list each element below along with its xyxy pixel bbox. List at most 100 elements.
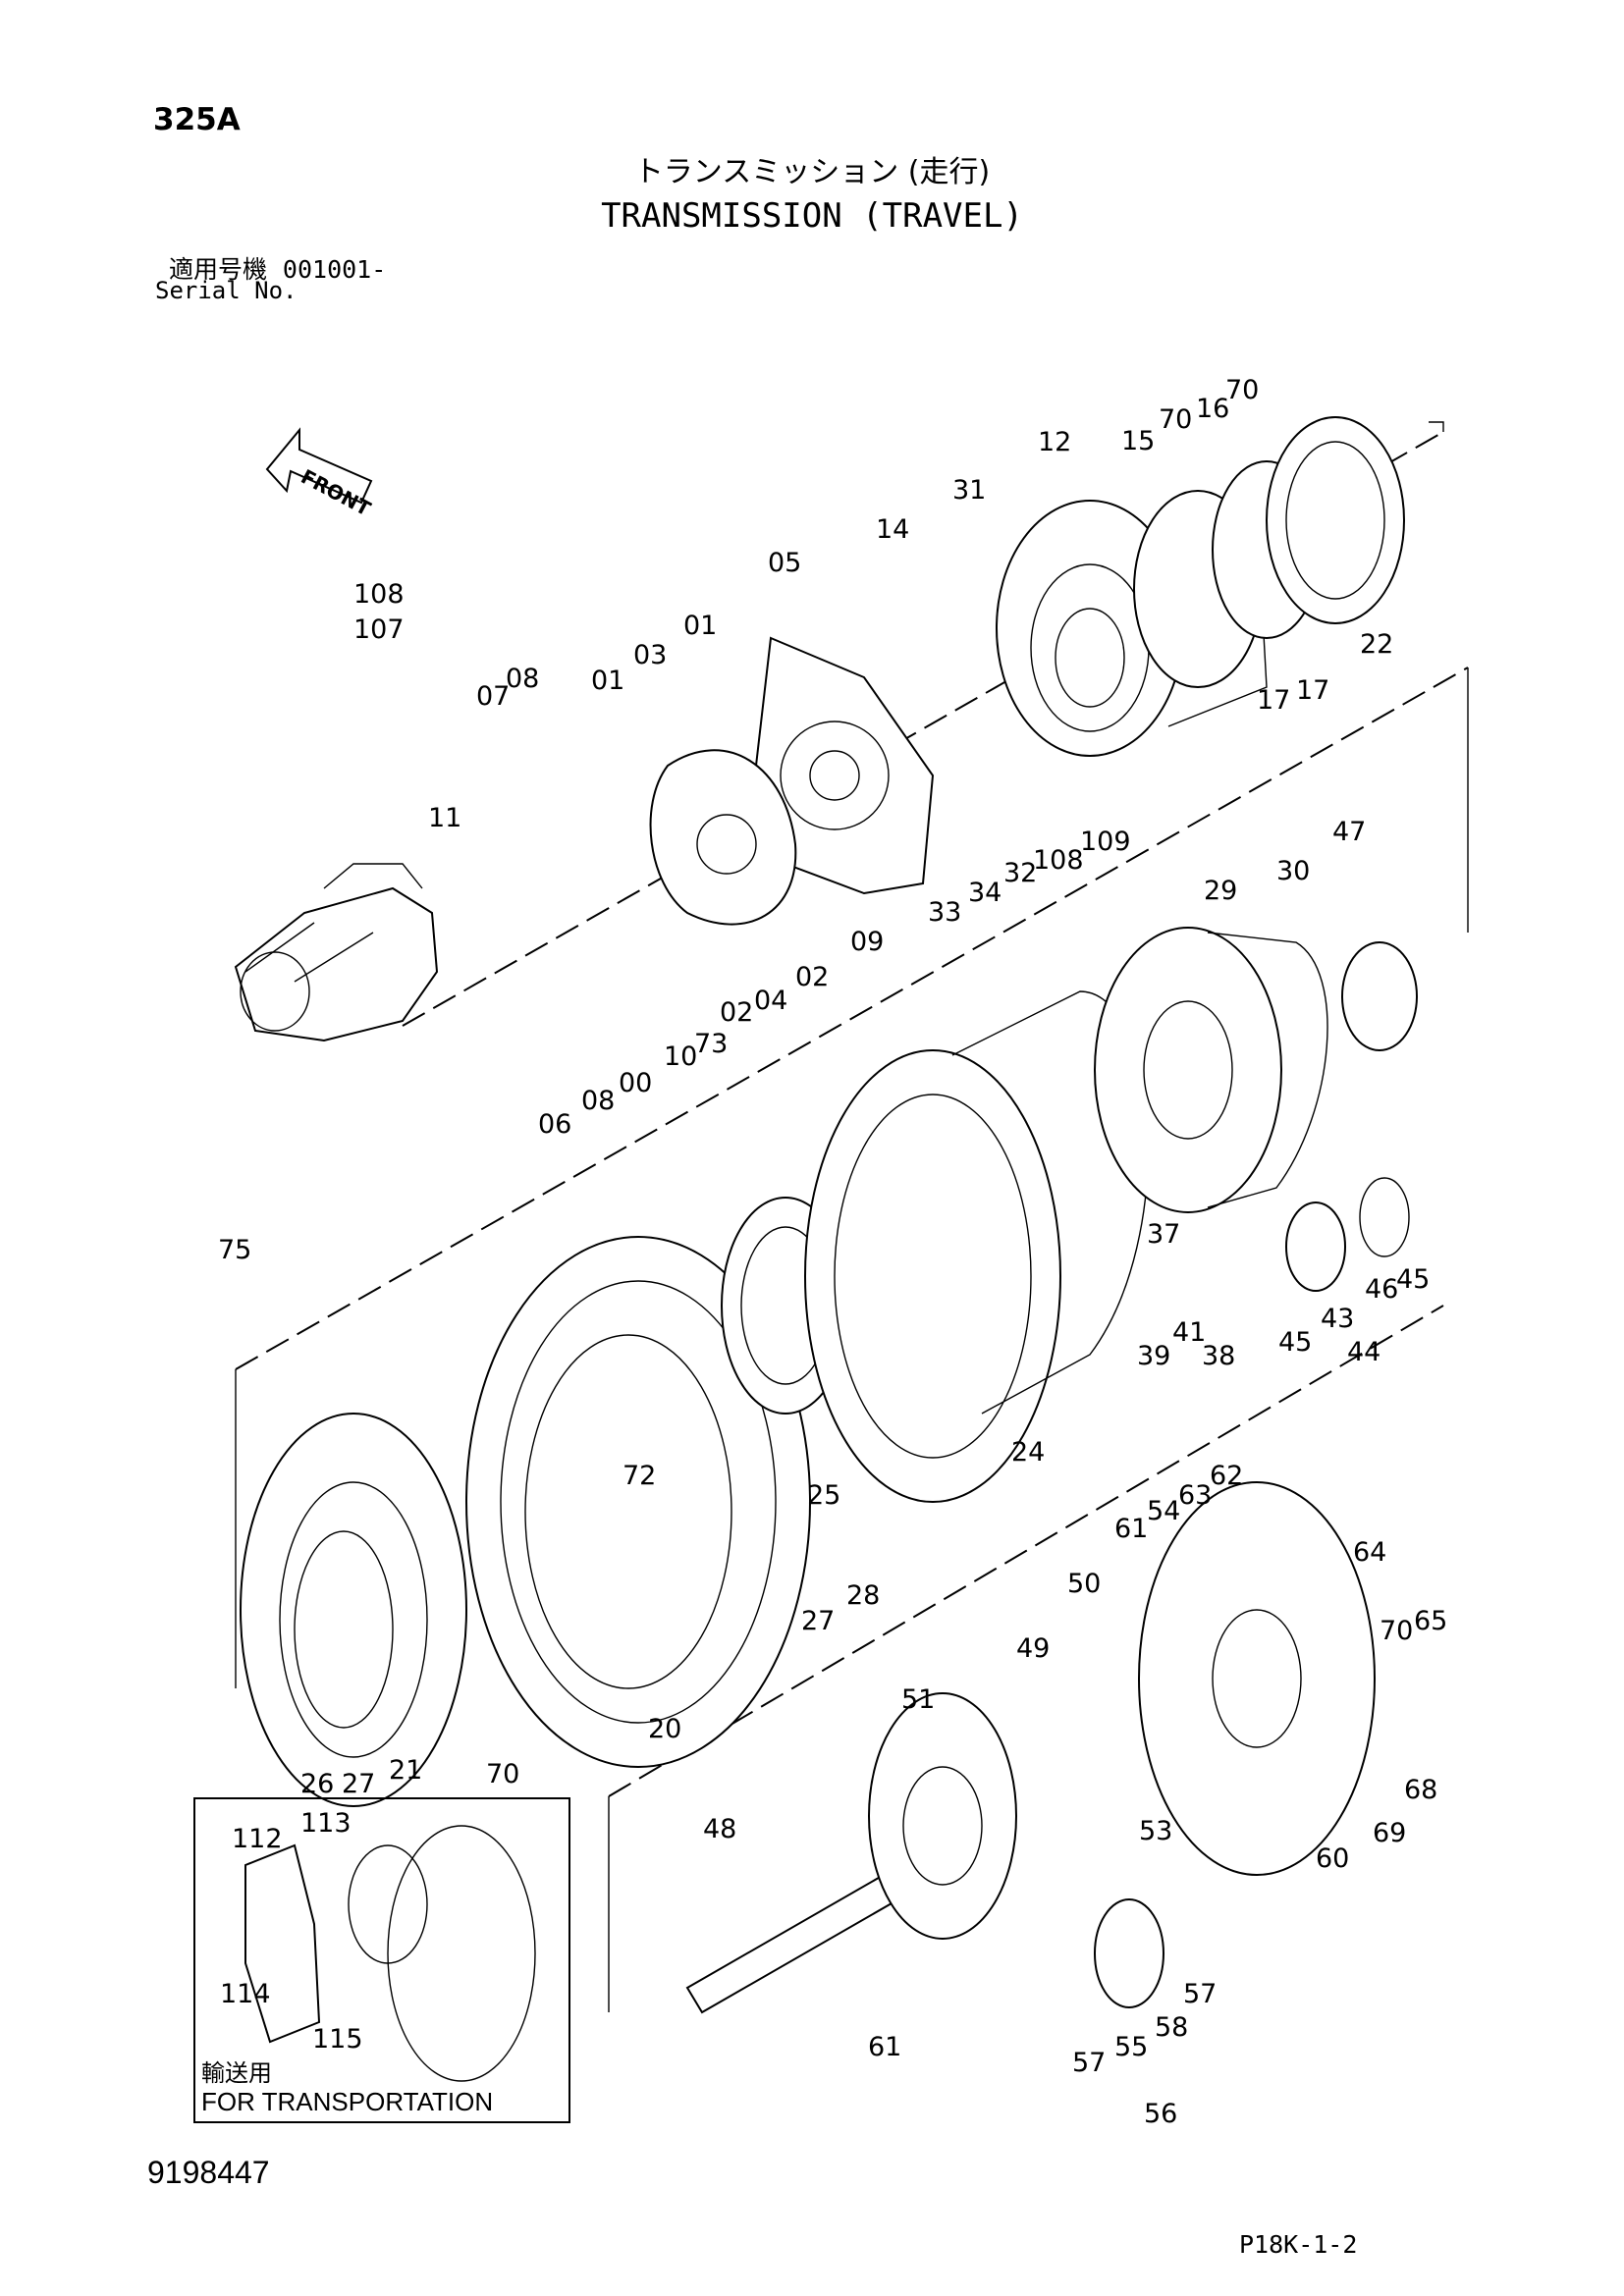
callout-04: 04 xyxy=(754,986,787,1016)
callout-58: 58 xyxy=(1155,2012,1188,2043)
callout-28: 28 xyxy=(846,1580,880,1611)
callout-17: 17 xyxy=(1257,685,1290,716)
callout-20: 20 xyxy=(648,1714,681,1744)
planetary-carrier-assembly xyxy=(649,636,935,926)
callout-61: 61 xyxy=(1114,1514,1148,1544)
callout-05: 05 xyxy=(768,548,801,578)
callout-29: 29 xyxy=(1204,876,1237,906)
callout-63: 63 xyxy=(1178,1480,1212,1511)
callout-70: 70 xyxy=(486,1759,519,1789)
callout-12: 12 xyxy=(1038,427,1071,457)
page-reference: P18K-1-2 xyxy=(1239,2230,1358,2259)
callout-11: 11 xyxy=(428,803,461,833)
callout-25: 25 xyxy=(807,1480,840,1511)
callout-62: 62 xyxy=(1210,1461,1243,1491)
callout-70: 70 xyxy=(1380,1616,1413,1646)
callout-49: 49 xyxy=(1016,1633,1050,1664)
callout-03: 03 xyxy=(633,640,667,670)
carrier-29 xyxy=(1094,927,1328,1213)
callout-112: 112 xyxy=(232,1824,283,1854)
front-direction-arrow: FRONT xyxy=(265,427,375,520)
callout-48: 48 xyxy=(703,1814,736,1844)
callout-02: 02 xyxy=(795,962,829,992)
callout-70: 70 xyxy=(1225,375,1259,405)
callout-07: 07 xyxy=(476,681,510,712)
callout-75: 75 xyxy=(218,1235,251,1265)
callout-37: 37 xyxy=(1147,1219,1180,1250)
gear-47 xyxy=(1341,941,1418,1051)
callout-57: 57 xyxy=(1072,2048,1106,2078)
callout-labels: 108 107 07 08 01 03 01 05 14 31 12 15 70… xyxy=(218,375,1447,2129)
callout-08: 08 xyxy=(581,1086,615,1116)
callout-43: 43 xyxy=(1321,1304,1354,1334)
callout-21: 21 xyxy=(389,1755,422,1786)
callout-34: 34 xyxy=(968,878,1001,908)
serial-label-en: Serial No. xyxy=(155,277,298,304)
callout-08: 08 xyxy=(506,664,539,694)
gear-43 xyxy=(1285,1177,1410,1292)
callout-114: 114 xyxy=(220,1979,271,2009)
callout-01: 01 xyxy=(683,611,717,641)
callout-47: 47 xyxy=(1332,817,1366,847)
callout-00: 00 xyxy=(619,1068,652,1098)
callout-32: 32 xyxy=(1003,858,1037,888)
callout-31: 31 xyxy=(952,475,986,506)
cover-rings xyxy=(1133,416,1405,688)
callout-26: 26 xyxy=(300,1769,334,1799)
callout-56: 56 xyxy=(1144,2099,1177,2129)
callout-54: 54 xyxy=(1147,1496,1180,1526)
gear-60 xyxy=(1138,1481,1376,1876)
inset-label-en: FOR TRANSPORTATION xyxy=(201,2087,494,2116)
callout-33: 33 xyxy=(928,897,961,928)
assembly-axis-lines xyxy=(235,421,1469,2012)
callout-24: 24 xyxy=(1011,1437,1045,1468)
carrier-51 xyxy=(868,1692,1017,1940)
callout-64: 64 xyxy=(1353,1537,1386,1568)
callout-22: 22 xyxy=(1360,629,1393,660)
callout-16: 16 xyxy=(1196,394,1229,424)
callout-30: 30 xyxy=(1276,856,1310,886)
callout-27: 27 xyxy=(801,1606,835,1636)
callout-57: 57 xyxy=(1183,1979,1217,2009)
shaft-48 xyxy=(685,1873,900,2014)
callout-109: 109 xyxy=(1080,827,1131,857)
title-japanese: トランスミッション (走行) xyxy=(633,155,991,189)
hub-21 xyxy=(240,1413,467,1807)
callout-60: 60 xyxy=(1316,1843,1349,1874)
callout-45: 45 xyxy=(1396,1264,1430,1295)
callout-39: 39 xyxy=(1137,1341,1170,1371)
callout-53: 53 xyxy=(1139,1816,1172,1846)
callout-01: 01 xyxy=(591,666,624,696)
serial-line: 適用号機 001001- xyxy=(169,250,386,286)
serial-value: 001001- xyxy=(282,255,387,284)
travel-motor xyxy=(234,863,439,1042)
callout-27: 27 xyxy=(342,1769,375,1799)
callout-65: 65 xyxy=(1414,1606,1447,1636)
callout-15: 15 xyxy=(1121,426,1155,456)
callout-73: 73 xyxy=(694,1029,728,1059)
callout-107: 107 xyxy=(353,614,405,645)
callout-14: 14 xyxy=(876,514,909,545)
callout-69: 69 xyxy=(1373,1818,1406,1848)
callout-10: 10 xyxy=(664,1041,697,1072)
model-number: 325A xyxy=(153,102,241,137)
callout-09: 09 xyxy=(850,927,884,957)
callout-72: 72 xyxy=(623,1461,656,1491)
title-english: TRANSMISSION (TRAVEL) xyxy=(601,196,1023,236)
transport-cover-inset xyxy=(193,1797,570,2123)
gear-55 xyxy=(1094,1898,1164,2008)
callout-06: 06 xyxy=(538,1109,571,1140)
callout-61: 61 xyxy=(868,2032,901,2062)
document-number: 9198447 xyxy=(147,2155,270,2190)
callout-115: 115 xyxy=(312,2024,363,2055)
callout-108: 108 xyxy=(1033,845,1084,876)
callout-68: 68 xyxy=(1404,1775,1437,1805)
inset-label-jp: 輸送用 xyxy=(201,2059,272,2087)
callout-17: 17 xyxy=(1296,675,1329,706)
callout-46: 46 xyxy=(1365,1274,1398,1305)
callout-41: 41 xyxy=(1172,1317,1206,1348)
callout-50: 50 xyxy=(1067,1569,1101,1599)
callout-113: 113 xyxy=(300,1808,352,1839)
